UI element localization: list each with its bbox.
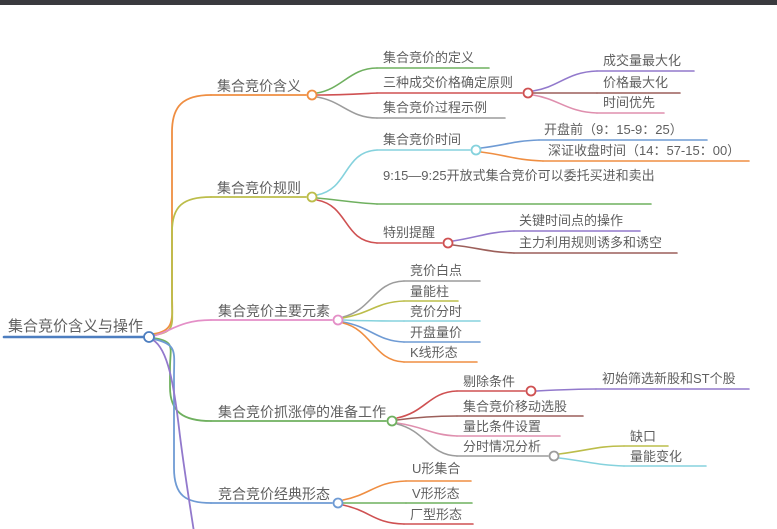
node-k-line[interactable]: K线形态 [410, 345, 458, 360]
connector-root-elements [152, 319, 212, 337]
node-auction-time[interactable]: 集合竞价时间 [383, 132, 462, 147]
connector-open-volume-price [342, 321, 405, 343]
connector-root-rules [152, 196, 212, 336]
node-price-rules[interactable]: 三种成交价格确定原则 [383, 75, 514, 90]
connector-volume-change [558, 457, 625, 467]
junction-meaning[interactable] [306, 89, 318, 101]
junction-patterns[interactable] [332, 497, 344, 509]
junction-special-reminder[interactable] [442, 237, 454, 249]
junction-rules[interactable] [306, 191, 318, 203]
node-process-example[interactable]: 集合竞价过程示例 [383, 100, 488, 115]
node-root[interactable]: 集合竞价含义与操作 [8, 318, 144, 335]
connector-process-example [316, 96, 378, 119]
connector-definition [316, 67, 378, 94]
connector-initial-filter [535, 388, 597, 392]
node-exclude-condition[interactable]: 剔除条件 [463, 374, 516, 389]
junction-preparation[interactable] [386, 415, 398, 427]
junction-price-rules[interactable] [522, 87, 534, 99]
node-auction-tick[interactable]: 竞价分时 [410, 304, 463, 319]
connector-volume-max [532, 70, 598, 92]
junction-elements[interactable] [332, 314, 344, 326]
connector-special-reminder [316, 199, 378, 244]
junction-auction-time[interactable] [470, 144, 482, 156]
connector-main-force [452, 244, 515, 254]
node-elements[interactable]: 集合竞价主要元素 [218, 303, 330, 319]
connector-root-offscreen [152, 339, 195, 529]
node-intraday-analysis[interactable]: 分时情况分析 [463, 439, 542, 454]
junction-intraday-analysis[interactable] [548, 450, 560, 462]
node-v-shape[interactable]: V形形态 [412, 486, 460, 501]
connector-pre-open [480, 139, 540, 149]
node-factory-shape[interactable]: 厂型形态 [410, 507, 463, 522]
connector-gap [558, 445, 625, 455]
node-volume-change[interactable]: 量能变化 [630, 449, 683, 464]
node-special-reminder[interactable]: 特别提醒 [383, 225, 436, 240]
connector-sz-close [480, 151, 544, 162]
node-main-force[interactable]: 主力利用规则诱多和诱空 [519, 235, 663, 250]
node-white-dot[interactable]: 竞价白点 [410, 263, 463, 278]
node-mobile-select[interactable]: 集合竞价移动选股 [463, 399, 568, 414]
connector-volume-bar [342, 300, 405, 319]
connector-root-preparation [152, 337, 212, 422]
connector-root-patterns [152, 338, 212, 504]
node-volume-bar[interactable]: 量能柱 [410, 284, 450, 299]
node-gap[interactable]: 缺口 [630, 429, 657, 444]
connector-auction-time [316, 149, 378, 196]
connector-volume-ratio [396, 422, 458, 437]
node-volume-max[interactable]: 成交量最大化 [603, 53, 682, 68]
node-definition[interactable]: 集合竞价的定义 [383, 50, 475, 65]
node-open-volume-price[interactable]: 开盘量价 [410, 325, 463, 340]
top-bar [0, 0, 777, 5]
node-time-priority[interactable]: 时间优先 [603, 95, 656, 110]
node-rules[interactable]: 集合竞价规则 [217, 180, 301, 196]
node-patterns[interactable]: 竞合竞价经典形态 [218, 486, 330, 502]
connector-exclude-condition [396, 390, 458, 419]
node-volume-ratio[interactable]: 量比条件设置 [463, 419, 542, 434]
connector-key-time-ops [452, 230, 515, 242]
connector-price-rules [316, 92, 378, 96]
connector-mobile-select [396, 415, 458, 421]
connector-u-shape [342, 480, 407, 501]
node-sz-close[interactable]: 深证收盘时间（14：57-15：00） [548, 143, 741, 158]
connector-open-auction-note [316, 197, 378, 205]
connector-white-dot [342, 280, 405, 318]
connector-intraday-analysis [396, 423, 458, 457]
node-meaning[interactable]: 集合竞价含义 [217, 78, 301, 94]
node-price-max[interactable]: 价格最大化 [603, 75, 669, 90]
node-pre-open[interactable]: 开盘前（9：15-9：25） [544, 122, 683, 137]
connector-factory-shape [342, 504, 405, 525]
connector-root-meaning [152, 94, 212, 335]
node-initial-filter[interactable]: 初始筛选新股和ST个股 [602, 371, 736, 386]
connector-time-priority [532, 94, 598, 114]
node-preparation[interactable]: 集合竞价抓涨停的准备工作 [218, 404, 386, 420]
connector-k-line [342, 322, 405, 363]
connector-auction-tick [342, 319, 405, 322]
node-u-shape[interactable]: U形集合 [412, 461, 461, 476]
node-key-time-ops[interactable]: 关键时间点的操作 [519, 213, 624, 228]
junction-root[interactable] [143, 331, 155, 343]
node-open-auction-note[interactable]: 9:15—9:25开放式集合竞价可以委托买进和卖出 [383, 168, 655, 183]
junction-exclude-condition[interactable] [525, 385, 537, 397]
